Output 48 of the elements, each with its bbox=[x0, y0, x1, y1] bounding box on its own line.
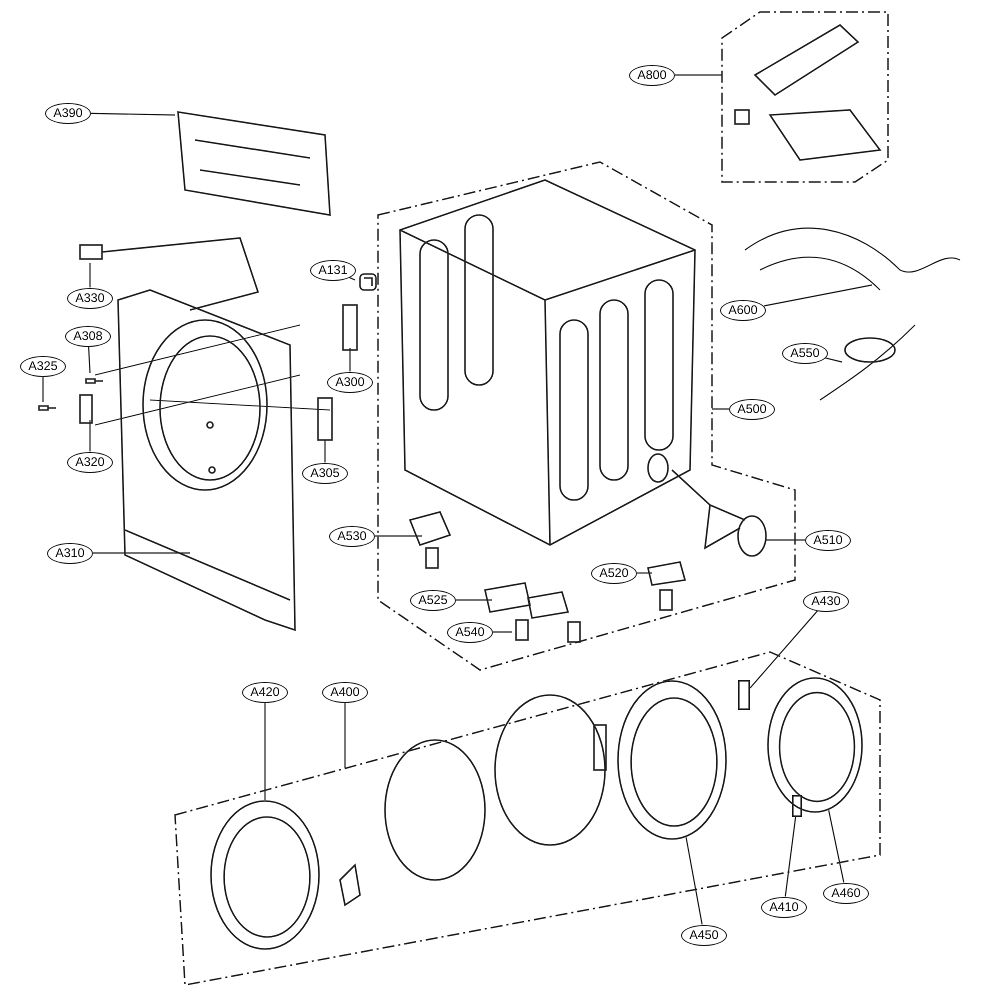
leader-line bbox=[784, 816, 796, 897]
callout-label: A800 bbox=[629, 64, 675, 86]
leader-line bbox=[637, 572, 652, 574]
leader-line bbox=[828, 810, 844, 883]
callout-label: A600 bbox=[720, 300, 766, 320]
callout-label: A460 bbox=[823, 882, 869, 904]
leader-line bbox=[456, 599, 492, 601]
leader-line bbox=[349, 276, 356, 281]
leader-line bbox=[264, 702, 266, 800]
leader-line bbox=[686, 837, 703, 925]
callout-label: A410 bbox=[761, 896, 807, 918]
leader-line bbox=[89, 263, 91, 288]
callout-label: A310 bbox=[47, 542, 93, 564]
leader-line bbox=[324, 440, 326, 462]
leader-line bbox=[89, 420, 91, 452]
leader-line bbox=[764, 284, 872, 306]
callout-label: A450 bbox=[681, 924, 727, 946]
callout-label: A308 bbox=[65, 326, 111, 346]
leader-line bbox=[88, 346, 91, 374]
callout-label: A500 bbox=[729, 398, 775, 420]
callout-label: A530 bbox=[329, 526, 375, 546]
callout-label: A420 bbox=[242, 682, 288, 702]
callout-label: A540 bbox=[447, 622, 493, 642]
callout-label: A510 bbox=[805, 530, 851, 550]
leader-line bbox=[675, 74, 722, 76]
callout-label: A520 bbox=[591, 562, 637, 584]
callout-label: A305 bbox=[302, 462, 348, 484]
callout-label: A400 bbox=[322, 682, 368, 702]
callout-label: A131 bbox=[310, 260, 356, 280]
leader-line bbox=[750, 610, 818, 688]
leader-line bbox=[349, 348, 351, 372]
leader-line bbox=[90, 112, 176, 116]
callout-label: A430 bbox=[803, 590, 849, 612]
leader-line bbox=[375, 535, 422, 537]
leader-line bbox=[825, 357, 842, 363]
leader-line bbox=[93, 552, 190, 554]
callout-label: A330 bbox=[67, 288, 113, 308]
callout-label: A300 bbox=[327, 372, 373, 392]
callout-label: A320 bbox=[67, 452, 113, 472]
callout-label: A525 bbox=[410, 590, 456, 610]
leader-line bbox=[344, 702, 346, 768]
leader-line bbox=[42, 376, 44, 402]
leader-line bbox=[765, 539, 805, 541]
leader-line bbox=[493, 631, 512, 633]
leader-line bbox=[712, 408, 729, 410]
callout-label: A390 bbox=[45, 102, 91, 124]
callout-label: A550 bbox=[782, 342, 828, 364]
callout-label: A325 bbox=[20, 356, 66, 376]
